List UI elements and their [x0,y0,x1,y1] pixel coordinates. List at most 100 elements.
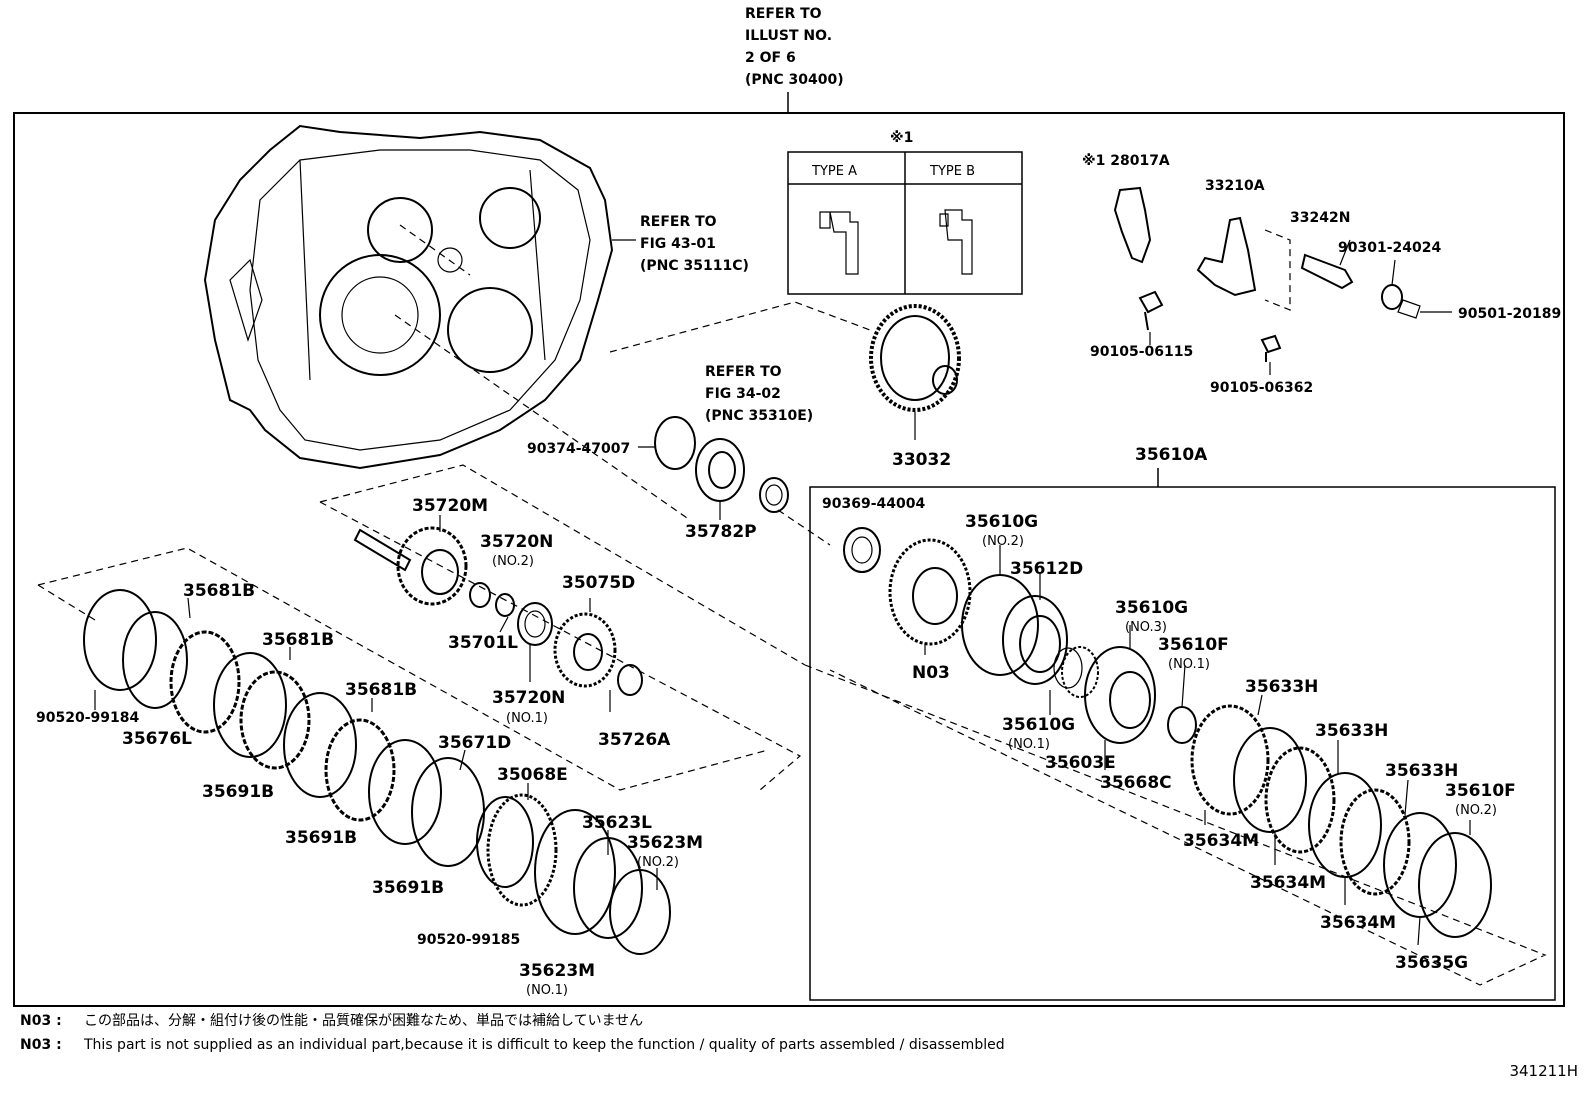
label-p35691b-1: 35691B [202,782,274,802]
label-p90520b: 90520-99185 [417,932,520,948]
label-p35634m-2: 35634M [1250,873,1326,893]
label-p35720m: 35720M [412,496,488,516]
label-p35681b-1: 35681B [183,581,255,601]
label-p35610g3: 35610G [1115,598,1188,618]
label-p35726a: 35726A [598,730,671,750]
label-p35610g2-sub: (NO.2) [982,534,1024,549]
label-p90501: 90501-20189 [1458,306,1561,322]
label-p35691b-2: 35691B [285,828,357,848]
label-p35691b-3: 35691B [372,878,444,898]
label-p35075d: 35075D [562,573,635,593]
label-p35610g1: 35610G [1002,715,1075,735]
clutch-pack-left-drawing [83,589,671,955]
label-p90105a: 90105-06115 [1090,344,1193,360]
label-p35782p: 35782P [685,522,757,542]
label-p90520a: 90520-99184 [36,710,139,726]
figure-number: 341211H [1509,1062,1578,1080]
label-p35623m1-sub: (NO.1) [526,983,568,998]
clutch-pack-right-drawing [843,527,1492,946]
label-pn03: N03 [912,663,950,683]
connector-dash [777,509,831,546]
label-p35671d: 35671D [438,733,511,753]
clutch-dash-region [37,547,769,791]
seal-90374-35782P-drawing [638,416,789,520]
note-key: N03 : [20,1013,62,1029]
label-p35612d: 35612D [1010,559,1083,579]
note-en: N03 : This part is not supplied as an in… [20,1037,1120,1053]
label-2: 2 OF 6 [745,50,796,66]
label-p35701l: 35701L [448,633,518,653]
header-reference: REFER TO ILLUST NO. 2 OF 6 (PNC 30400) [745,6,844,88]
footnotes: N03 : この部品は、分解・組付け後の性能・品質確保が困難なため、単品では補給… [20,1013,1120,1061]
housing-reference: REFER TO FIG 43-01 (PNC 35111C) [612,214,749,274]
gear-33032-drawing [869,304,961,440]
label-p35610g3-sub: (NO.3) [1125,620,1167,635]
label-mark: ※1 [890,130,913,146]
note-text: この部品は、分解・組付け後の性能・品質確保が困難なため、単品では補給していません [84,1013,644,1029]
label-p35603e: 35603E [1045,753,1116,773]
label-p35610f2: 35610F [1445,781,1516,801]
label-p35610f1: 35610F [1158,635,1229,655]
gear-dash-leader [609,301,871,353]
label-p35681b-2: 35681B [262,630,334,650]
label-p28017a: ※1 28017A [1082,153,1170,169]
gear-35075D-drawing [499,598,643,712]
label-p35623m1: 35623M [519,961,595,981]
note-key: N03 : [20,1037,62,1053]
label-p90301: 90301-24024 [1338,240,1441,256]
label-0: REFER TO [640,214,717,230]
label-p35623m2: 35623M [627,833,703,853]
label-p35610f1-sub: (NO.1) [1168,657,1210,672]
label-p33210a: 33210A [1205,178,1265,194]
label-p35623l: 35623L [582,813,652,833]
main-frame [13,112,1565,1007]
label-p33242n: 33242N [1290,210,1350,226]
planetary-35720M-drawing [353,515,515,617]
label-p35681b-3: 35681B [345,680,417,700]
label-p35720n1: 35720N [492,688,565,708]
label-2: (PNC 35111C) [640,258,749,274]
label-1: ILLUST NO. [745,28,832,44]
note-jp: N03 : この部品は、分解・組付け後の性能・品質確保が困難なため、単品では補給… [20,1013,1120,1029]
label-1: FIG 34-02 [705,386,781,402]
housing-dash-leaders [394,224,691,521]
label-p90105b: 90105-06362 [1210,380,1313,396]
label-0: REFER TO [705,364,782,380]
label-p90374: 90374-47007 [527,441,630,457]
label-p35633h-2: 35633H [1315,721,1388,741]
label-p35668c: 35668C [1100,773,1172,793]
transaxle-housing-drawing [203,124,614,470]
seal-reference: REFER TO FIG 34-02 (PNC 35310E) [705,364,813,424]
label-p35634m-1: 35634M [1183,831,1259,851]
label-p35610f2-sub: (NO.2) [1455,803,1497,818]
label-p33032: 33032 [892,450,951,470]
label-p35610g2: 35610G [965,512,1038,532]
label-p35720n2-sub: (NO.2) [492,554,534,569]
output-dash-region [319,501,802,791]
label-p90369: 90369-44004 [822,496,925,512]
label-p35633h-1: 35633H [1245,677,1318,697]
label-p35068e: 35068E [497,765,568,785]
label-p35610a: 35610A [1135,445,1208,465]
planetary-dash-lower [804,664,1547,986]
label-p35720n2: 35720N [480,532,553,552]
label-type-b: TYPE B [929,164,975,179]
label-type-a: TYPE A [811,164,857,179]
type-table: ※1 TYPE A TYPE B [787,130,1023,295]
label-p35633h-3: 35633H [1385,761,1458,781]
label-1: FIG 43-01 [640,236,716,252]
label-p35623m2-sub: (NO.2) [637,855,679,870]
label-p35676l: 35676L [122,729,192,749]
label-2: (PNC 35310E) [705,408,813,424]
planetary-dash-region [319,464,806,666]
shift-lever-parts-drawing [1113,186,1452,375]
label-p35610g1-sub: (NO.1) [1008,737,1050,752]
35610A-box [809,486,1556,1001]
note-text: This part is not supplied as an individu… [84,1037,1005,1053]
label-p35635g: 35635G [1395,953,1468,973]
label-0: REFER TO [745,6,822,22]
label-3: (PNC 30400) [745,72,844,88]
label-p35720n1-sub: (NO.1) [506,711,548,726]
label-p35634m-3: 35634M [1320,913,1396,933]
clutch-dash-lower [37,584,96,621]
